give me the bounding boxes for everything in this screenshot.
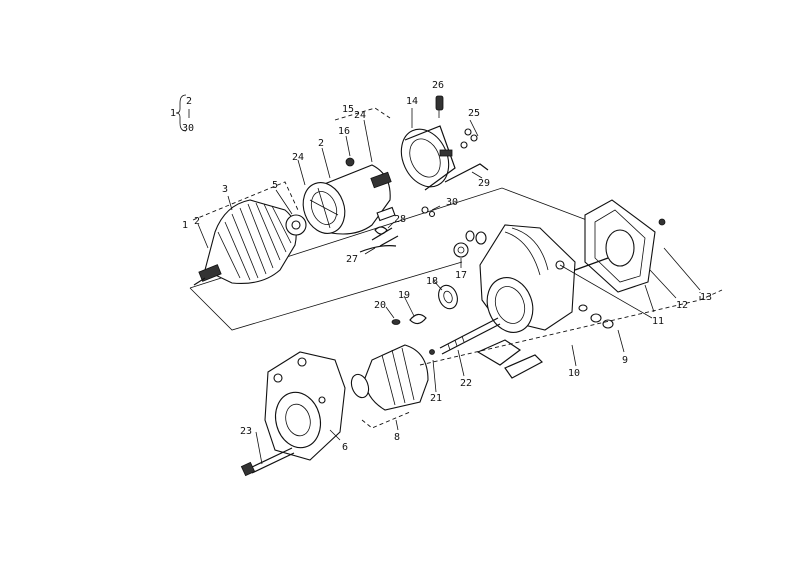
label-26: 26 [432, 80, 444, 91]
ring-20 [391, 319, 401, 325]
long-bolt-23 [240, 447, 295, 477]
brush-holder [400, 125, 489, 191]
yoke-field-frame [302, 164, 396, 235]
label-30: 30 [446, 197, 458, 208]
label-12: 12 [676, 300, 688, 311]
label-19: 19 [398, 290, 410, 301]
label-1: 1 [170, 108, 176, 119]
armature [193, 199, 307, 286]
gear-17 [453, 242, 469, 258]
label-15: 15 [342, 104, 354, 115]
label-5: 5 [272, 180, 278, 191]
label-11: 11 [652, 316, 664, 327]
leader-lines [197, 108, 701, 465]
label-14: 14 [406, 96, 418, 107]
label-2-legend: 2 [186, 96, 192, 107]
label-28: 28 [394, 214, 406, 225]
callout-labels: 1 2 30 1 2 3 5 24 2 15 16 24 14 26 25 29… [170, 80, 712, 453]
label-16: 16 [338, 126, 350, 137]
label-2-yoke: 2 [318, 138, 324, 149]
solenoid-cover [574, 199, 666, 293]
label-1-armature: 1 [182, 220, 188, 231]
label-17: 17 [455, 270, 467, 281]
label-21: 21 [430, 393, 442, 404]
armature-group-frame [189, 107, 593, 331]
label-23: 23 [240, 426, 252, 437]
shaft-22 [439, 317, 501, 355]
gear-18 [438, 284, 458, 310]
label-8: 8 [394, 432, 400, 443]
label-20: 20 [374, 300, 386, 311]
label-22: 22 [460, 378, 472, 389]
drive-housing [479, 224, 576, 333]
label-27: 27 [346, 254, 358, 265]
label-18: 18 [426, 276, 438, 287]
label-13: 13 [700, 292, 712, 303]
washers-row [465, 230, 487, 245]
label-2-armature: 2 [194, 216, 200, 227]
label-24-left: 24 [292, 152, 304, 163]
washers-right [578, 304, 614, 329]
label-24-right: 24 [354, 110, 366, 121]
label-9: 9 [622, 355, 628, 366]
right-group-frame [419, 264, 723, 366]
label-3: 3 [222, 184, 228, 195]
label-29: 29 [478, 178, 490, 189]
label-6: 6 [342, 442, 348, 453]
label-25: 25 [468, 108, 480, 119]
assembly-legend [175, 94, 190, 132]
bolt-26 [435, 95, 444, 118]
front-cover [264, 351, 346, 461]
parts-16-28-27 [345, 157, 436, 253]
label-10: 10 [568, 368, 580, 379]
clip-19 [409, 313, 427, 325]
lever-parts [476, 339, 543, 379]
label-30-legend: 30 [182, 123, 194, 134]
screws-25 [460, 119, 479, 149]
pinion-clutch [350, 344, 435, 429]
